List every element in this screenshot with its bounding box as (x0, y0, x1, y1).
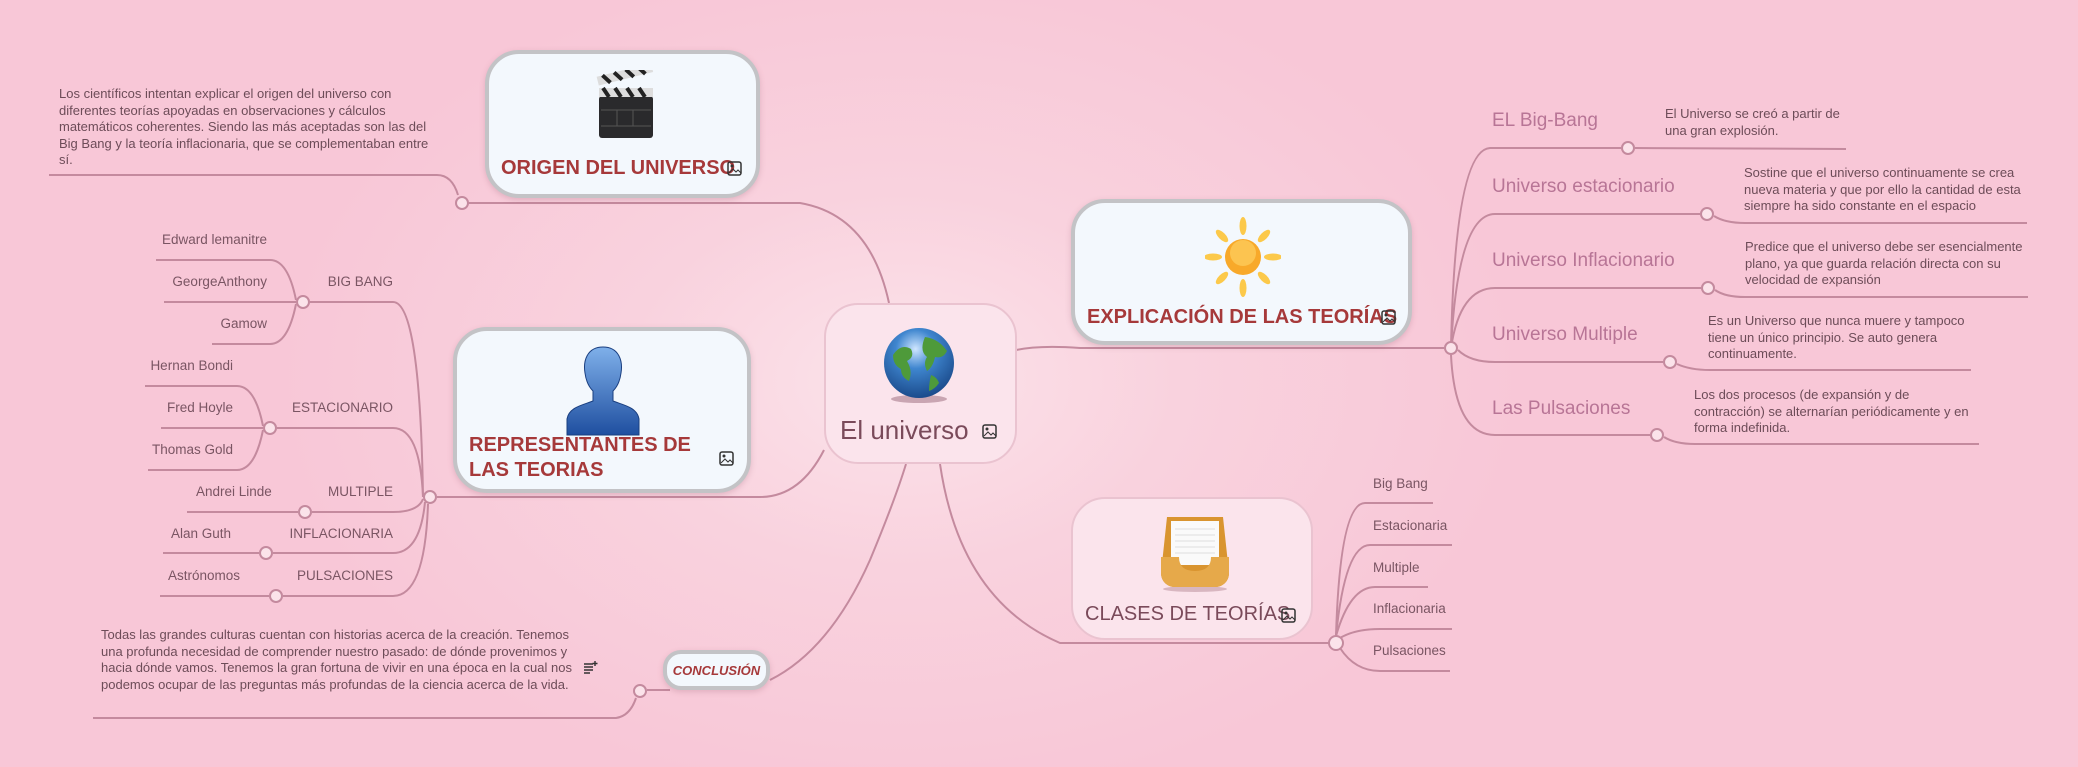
clase-item[interactable]: Pulsaciones (1373, 643, 1446, 658)
topic-origen[interactable]: ORIGEN DEL UNIVERSO (485, 50, 760, 198)
desc-multiple: Es un Universo que nunca muere y tampoco… (1708, 313, 1965, 361)
desc-inflacionario: Predice que el universo debe ser esencia… (1745, 239, 2023, 287)
topic-clases[interactable]: CLASES DE TEORÍAS (1071, 497, 1313, 640)
conclusion-title: CONCLUSIÓN (672, 662, 761, 678)
desc-pulsaciones: Los dos procesos (de expansión y de cont… (1694, 387, 1969, 435)
origen-title: ORIGEN DEL UNIVERSO (501, 157, 736, 179)
person[interactable]: Thomas Gold (151, 442, 233, 457)
clapperboard-icon (596, 70, 654, 138)
group-inflacionaria[interactable]: INFLACIONARIA (289, 526, 393, 541)
desc-big-bang: El Universo se creó a partir de una gran… (1665, 106, 1840, 138)
person[interactable]: Andrei Linde (196, 484, 272, 499)
globe-icon (884, 328, 954, 403)
image-icon[interactable] (1381, 310, 1396, 325)
group-big-bang[interactable]: BIG BANG (327, 274, 393, 289)
topic-conclusion[interactable]: CONCLUSIÓN (663, 650, 770, 690)
branch-inflacionario[interactable]: Universo Inflacionario (1492, 250, 1675, 271)
person[interactable]: Fred Hoyle (166, 400, 233, 415)
image-icon[interactable] (982, 424, 997, 439)
representantes-title: REPRESENTANTES DE LAS TEORIAS (469, 434, 691, 481)
explicacion-title: EXPLICACIÓN DE LAS TEORÍAS (1087, 306, 1398, 328)
sun-icon (1205, 217, 1281, 297)
topic-representantes[interactable]: REPRESENTANTES DE LAS TEORIAS (453, 327, 751, 493)
clases-title: CLASES DE TEORÍAS (1085, 603, 1291, 625)
clase-item[interactable]: Multiple (1373, 560, 1420, 575)
person[interactable]: GeorgeAnthony (172, 274, 267, 289)
desc-estacionario: Sostine que el universo continuamente se… (1744, 165, 2021, 213)
group-multiple[interactable]: MULTIPLE (327, 484, 393, 499)
person[interactable]: Hernan Bondi (150, 358, 233, 373)
origen-note: Los científicos intentan explicar el ori… (59, 86, 429, 167)
branch-multiple[interactable]: Universo Multiple (1492, 324, 1638, 345)
clase-item[interactable]: Inflacionaria (1373, 601, 1446, 616)
person[interactable]: Alan Guth (171, 526, 232, 541)
topic-explicacion[interactable]: EXPLICACIÓN DE LAS TEORÍAS (1071, 199, 1412, 345)
branch-big-bang[interactable]: EL Big-Bang (1492, 110, 1598, 131)
person-icon (566, 346, 640, 436)
clase-item[interactable]: Big Bang (1373, 476, 1428, 491)
conclusion-note: Todas las grandes culturas cuentan con h… (101, 627, 572, 692)
branch-estacionario[interactable]: Universo estacionario (1492, 176, 1675, 197)
image-icon[interactable] (727, 161, 742, 176)
clase-item[interactable]: Estacionaria (1373, 518, 1448, 533)
tray-icon (1161, 517, 1229, 592)
image-icon[interactable] (1281, 608, 1296, 623)
central-topic[interactable]: El universo (824, 303, 1017, 464)
person[interactable]: Edward lemanitre (161, 232, 267, 247)
notes-icon[interactable] (583, 660, 598, 674)
branch-pulsaciones[interactable]: Las Pulsaciones (1492, 398, 1631, 419)
group-pulsaciones[interactable]: PULSACIONES (296, 568, 393, 583)
person[interactable]: Astrónomos (168, 568, 241, 583)
image-icon[interactable] (719, 451, 734, 466)
group-estacionario[interactable]: ESTACIONARIO (291, 400, 393, 415)
person[interactable]: Gamow (220, 316, 267, 331)
central-title: El universo (840, 415, 969, 445)
